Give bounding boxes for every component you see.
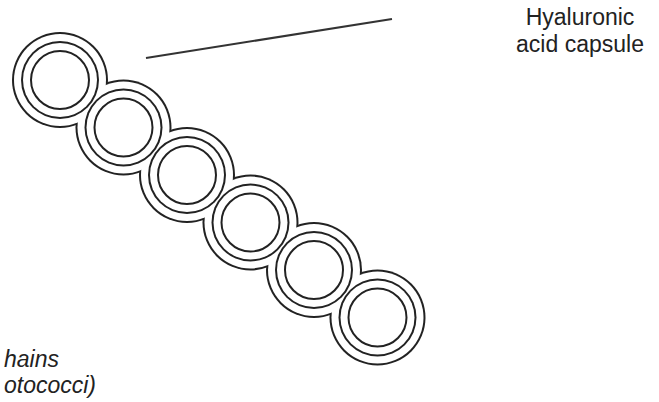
circle-shape: [21, 41, 99, 119]
circle-shape: [150, 138, 224, 212]
capsule-outline: [12, 32, 426, 366]
chain-label: hains: [4, 346, 124, 373]
circle-shape: [23, 43, 97, 117]
circle-shape: [214, 186, 288, 260]
circle-shape: [148, 136, 226, 214]
circle-shape: [277, 233, 351, 307]
circle-shape: [158, 146, 216, 204]
circle-shape: [222, 194, 280, 252]
cell-wall-fill: [23, 43, 415, 355]
capsule-fill: [14, 34, 424, 364]
cell-wall-outline: [21, 41, 417, 357]
circle-shape: [341, 281, 415, 355]
circle-shape: [349, 289, 407, 347]
circle-shape: [285, 241, 343, 299]
circle-shape: [31, 51, 89, 109]
circle-shape: [275, 231, 353, 309]
circle-shape: [212, 184, 290, 262]
chain-label: otococci): [4, 372, 144, 399]
circle-shape: [85, 89, 163, 167]
leader-line: [146, 19, 392, 58]
circle-shape: [339, 279, 417, 357]
capsule-label: Hyaluronic acid capsule: [505, 4, 655, 58]
coccus-cell: [31, 51, 407, 347]
circle-shape: [87, 91, 161, 165]
circle-shape: [95, 99, 153, 157]
